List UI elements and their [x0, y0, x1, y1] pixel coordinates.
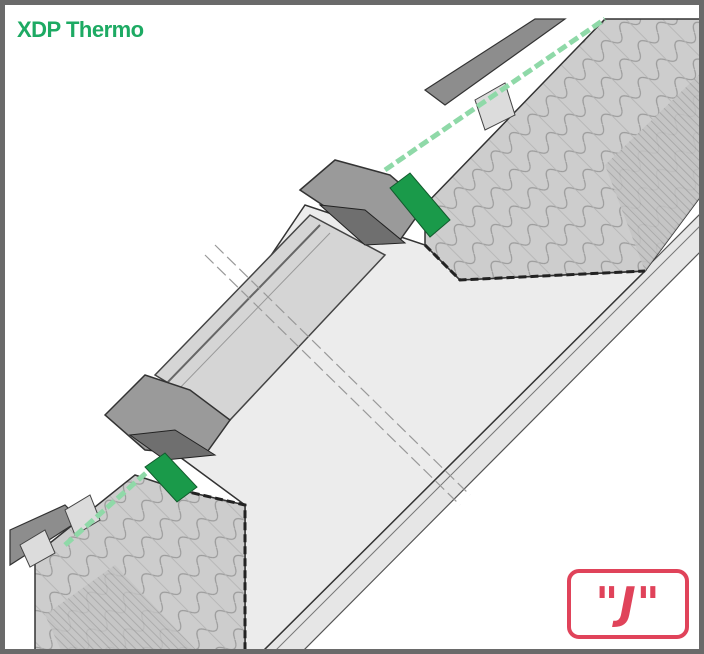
- upper-vapour-barrier: [423, 243, 646, 282]
- batten-upper: [474, 82, 516, 131]
- seal-lower: [144, 452, 198, 503]
- break-line-1: [204, 254, 461, 506]
- variant-label: "J": [595, 578, 661, 629]
- glazing-line-2: [174, 232, 331, 394]
- roof-membrane-lower: [63, 463, 157, 547]
- lining-edge: [276, 226, 699, 649]
- roof-tile-upper: [423, 18, 567, 106]
- lower-vapour-barrier: [179, 488, 247, 649]
- product-title: XDP Thermo: [17, 17, 144, 42]
- roof-membrane-upper: [383, 16, 607, 173]
- lower-fiber-layer: [45, 565, 196, 649]
- roof-window-section-drawing: [9, 16, 699, 649]
- variant-badge: "J": [567, 569, 689, 639]
- batten-lower-2: [19, 529, 56, 568]
- upper-fiber-layer: [605, 74, 699, 271]
- seal-upper: [389, 172, 451, 238]
- lower-frame-detail: [128, 429, 217, 461]
- upper-frame-detail: [318, 204, 407, 246]
- glazing-line: [164, 224, 321, 386]
- break-line-2: [214, 244, 471, 496]
